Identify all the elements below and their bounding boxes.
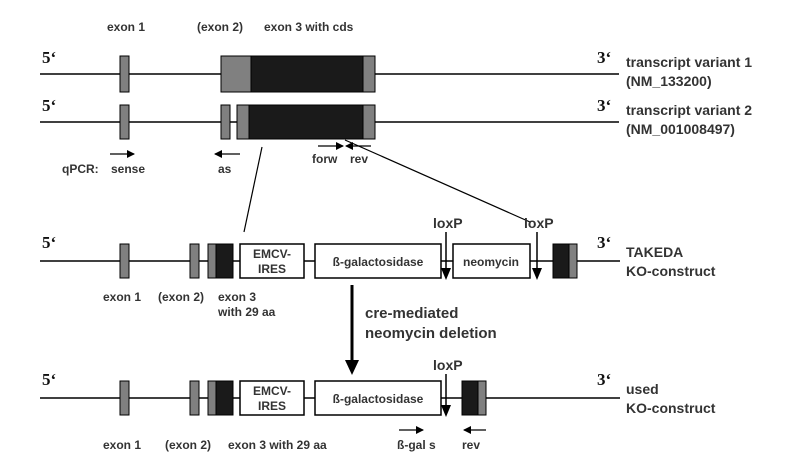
neomycin-label: neomycin [463, 255, 519, 269]
rev-label: rev [462, 438, 480, 452]
cre-mediated-label: cre-mediated [365, 305, 458, 322]
rev-label: rev [350, 152, 368, 166]
exon3-cds-block [248, 104, 364, 140]
transcript-variant-1: exon 1 (exon 2) exon 3 with cds 5‘ 3‘ tr… [40, 20, 752, 93]
five-prime-label: 5‘ [42, 96, 56, 115]
takeda-label: TAKEDA [626, 244, 683, 260]
takeda-ko-label: KO-construct [626, 263, 716, 279]
neomycin-deletion-label: neomycin deletion [365, 325, 497, 342]
loxp-triangle-1 [441, 268, 451, 280]
five-prime-label: 5‘ [42, 233, 56, 252]
emcv-ires-box [239, 243, 305, 279]
exon1-block [119, 104, 130, 140]
exon3-29aa-label: with 29 aa [217, 305, 276, 319]
exon2-label: (exon 2) [165, 438, 211, 452]
exon3-29aa-label: exon 3 with 29 aa [228, 438, 327, 452]
connector-line-right [344, 139, 531, 223]
exon3-label: exon 3 [218, 290, 256, 304]
used-label: used [626, 381, 659, 397]
exon3-top-label: exon 3 with cds [264, 20, 354, 34]
neomycin-box [452, 243, 531, 279]
b-galactosidase-label: ß-galactosidase [333, 255, 424, 269]
exon2-block [220, 55, 252, 93]
connector-line-left [243, 146, 263, 233]
transcript-variant-2: 5‘ 3‘ transcript variant 2 (NM_001008497… [40, 96, 752, 140]
loxp-triangle-2 [532, 268, 542, 280]
variant2-name: transcript variant 2 [626, 102, 752, 118]
qpcr-label: qPCR: [62, 162, 99, 176]
exon1-block [119, 380, 130, 416]
exon1-block [119, 243, 130, 279]
exon1-block [119, 55, 130, 93]
exon2-block [220, 104, 231, 140]
exon2-top-label: (exon 2) [197, 20, 243, 34]
ires-label: IRES [258, 399, 286, 413]
exon2-block [189, 380, 200, 416]
b-galactosidase-box [314, 380, 442, 416]
exon2-label: (exon 2) [158, 290, 204, 304]
five-prime-label: 5‘ [42, 48, 56, 67]
exon3-cds-block [215, 380, 234, 416]
three-prime-label: 3‘ [597, 96, 611, 115]
loxp-label: loxP [524, 215, 554, 231]
emcv-ires-box [239, 380, 305, 416]
cre-arrow-head [345, 360, 359, 375]
exon2-block [189, 243, 200, 279]
takeda-ko-construct: loxP loxP 5‘ 3‘ EMCV- IRES ß-galactosida… [40, 215, 716, 319]
loxp-label: loxP [433, 357, 463, 373]
emcv-label: EMCV- [253, 247, 291, 261]
variant1-accession: (NM_133200) [626, 73, 712, 89]
exon3-utr-block [362, 55, 376, 93]
sense-label: sense [111, 162, 145, 176]
loxp-triangle [441, 405, 451, 417]
exon1-top-label: exon 1 [107, 20, 145, 34]
exon3-utr3-block [362, 104, 376, 140]
exon3-utr-block [207, 243, 217, 279]
as-label: as [218, 162, 232, 176]
emcv-label: EMCV- [253, 384, 291, 398]
exon1-label: exon 1 [103, 290, 141, 304]
exon3-cds-block [215, 243, 234, 279]
cre-deletion-step: cre-mediated neomycin deletion [345, 285, 497, 375]
exon3-cds-3prime-block [461, 380, 479, 416]
three-prime-label: 3‘ [597, 233, 611, 252]
variant2-accession: (NM_001008497) [626, 121, 735, 137]
exon3-utr5-block [236, 104, 250, 140]
exon3-utr-block [207, 380, 217, 416]
b-galactosidase-box [314, 243, 442, 279]
exon3-cds-3prime-block [552, 243, 570, 279]
qpcr-primers: qPCR: sense as forw rev [62, 142, 371, 176]
exon3-utr-3prime-block [568, 243, 578, 279]
forw-label: forw [312, 152, 338, 166]
exon3-utr-3prime-block [477, 380, 487, 416]
three-prime-label: 3‘ [597, 370, 611, 389]
used-ko-label: KO-construct [626, 400, 716, 416]
loxp-label: loxP [433, 215, 463, 231]
variant1-name: transcript variant 1 [626, 54, 752, 70]
ires-label: IRES [258, 262, 286, 276]
five-prime-label: 5‘ [42, 370, 56, 389]
exon3-cds-block [250, 55, 364, 93]
exon1-label: exon 1 [103, 438, 141, 452]
b-galactosidase-label: ß-galactosidase [333, 392, 424, 406]
used-ko-construct: loxP 5‘ 3‘ EMCV- IRES ß-galactosidase us… [40, 357, 716, 452]
three-prime-label: 3‘ [597, 48, 611, 67]
bgal-s-label: ß-gal s [397, 438, 436, 452]
